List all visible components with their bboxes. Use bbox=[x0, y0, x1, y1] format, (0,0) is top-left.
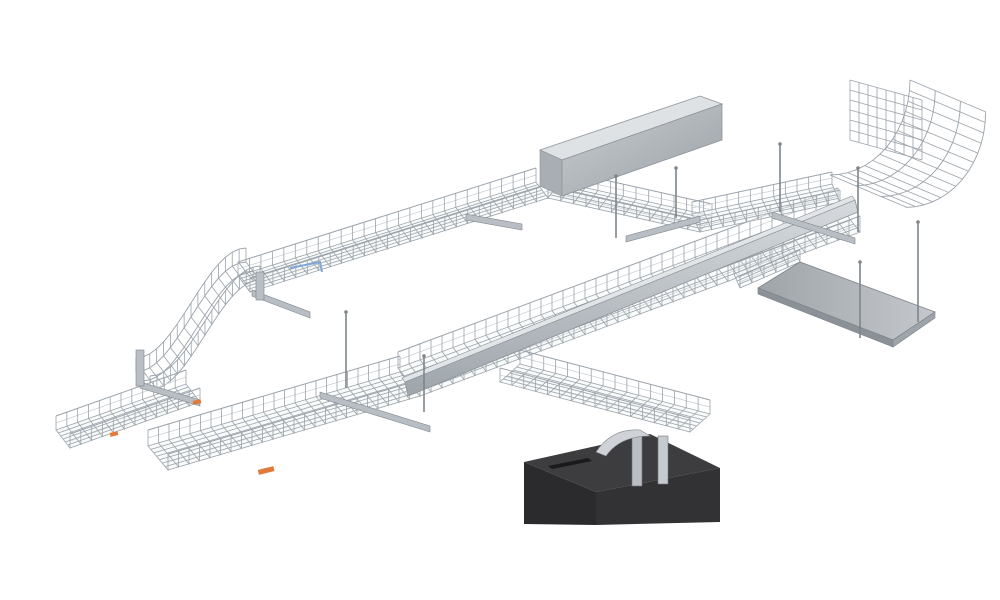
mesh-tray-lower-long bbox=[147, 187, 861, 472]
splice-connectors bbox=[109, 399, 275, 475]
threaded-hanger-rods bbox=[344, 142, 920, 412]
mesh-tray-curve-vertical bbox=[829, 79, 987, 208]
blue-clip bbox=[289, 260, 323, 273]
mesh-tray-branch bbox=[499, 349, 711, 433]
solid-tray-cover-upper bbox=[538, 95, 724, 197]
block-mount-bracket bbox=[595, 429, 669, 487]
mesh-tray-lower-left bbox=[55, 369, 201, 450]
mesh-tray-ramp bbox=[135, 247, 261, 392]
solid-tray-right bbox=[757, 261, 936, 348]
mesh-tray-upper bbox=[237, 167, 549, 294]
concrete-support-block bbox=[524, 434, 720, 525]
support-brackets bbox=[135, 211, 856, 433]
